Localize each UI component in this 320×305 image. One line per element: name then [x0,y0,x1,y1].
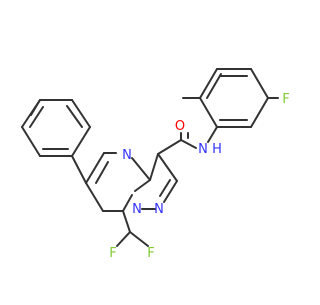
bonds [21,68,279,247]
aryl-fluorine-label: F [282,92,289,107]
bond [163,180,178,203]
bond [206,73,222,99]
bond [131,157,151,181]
bond [199,68,218,99]
bond [71,155,87,184]
ring-nitrogen-label: N [122,148,132,163]
bond [71,126,91,157]
bond [66,105,83,128]
fluorine-label-1: F [109,246,116,261]
bond [30,99,41,116]
bond [29,106,44,128]
bond [250,97,269,128]
bond [157,139,182,155]
bridge-nitrogen-label: N [132,202,142,217]
bond [157,153,178,182]
bond [85,182,104,212]
bond [250,68,269,99]
bond [129,231,149,247]
molecule-structure: O N H N N N F F F [21,68,290,261]
amide-nitrogen-label: N [198,142,208,157]
fluorine-label-2: F [147,246,154,261]
bond [207,126,218,143]
oxygen-label: O [175,119,185,134]
bond [21,126,41,157]
bond [85,152,105,184]
atom-labels: O N H N N N F F F [109,92,289,261]
bond [116,231,131,247]
bond [122,210,131,233]
amide-hydrogen-label: H [212,142,222,157]
bond [95,161,109,184]
bond [199,97,218,128]
bond [180,139,197,149]
bond [71,99,91,128]
bond [122,194,133,212]
structure-canvas: O N H N N N F F F [21,68,290,261]
bond [134,179,151,192]
bond [159,179,171,197]
bond [149,153,159,181]
pyrazole-nitrogen-label: N [154,202,164,217]
